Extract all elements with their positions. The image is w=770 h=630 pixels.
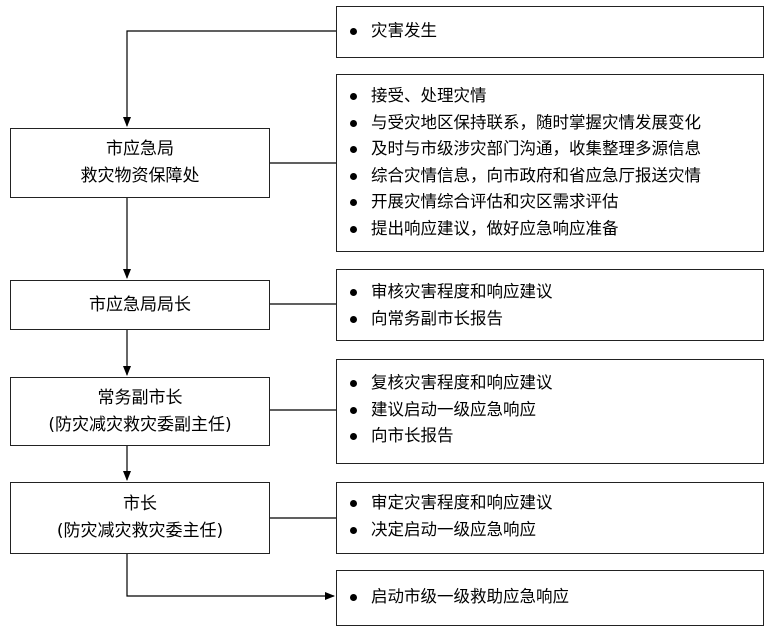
- note-item: 开展灾情综合评估和灾区需求评估: [337, 189, 763, 216]
- step1-notes-box: 接受、处理灾情 与受灾地区保持联系，随时掌握灾情发展变化 及时与市级涉灾部门沟通…: [336, 74, 764, 252]
- step-title-line: 市应急局局长: [89, 294, 191, 315]
- step-title-line: 市长: [123, 494, 157, 514]
- note-item: 决定启动一级应急响应: [337, 517, 763, 544]
- arrow-step4-to-end: [126, 554, 335, 600]
- step3-notes-box: 复核灾害程度和响应建议 建议启动一级应急响应 向市长报告: [336, 359, 764, 464]
- end-note-item: 启动市级一级救助应急响应: [337, 584, 763, 611]
- step-title-line: 救灾物资保障处: [80, 166, 200, 186]
- step4-notes-box: 审定灾害程度和响应建议 决定启动一级应急响应: [336, 482, 764, 554]
- step-node-executive-vice-mayor: 常务副市长 (防灾减灾救灾委副主任): [10, 377, 270, 446]
- step-title-line: 市应急局: [106, 139, 174, 159]
- arrow-start-to-step1: [123, 30, 336, 127]
- note-item: 与受灾地区保持联系，随时掌握灾情发展变化: [337, 110, 763, 137]
- note-item: 提出响应建议，做好应急响应准备: [337, 216, 763, 243]
- start-note-box: 灾害发生: [336, 6, 764, 58]
- step-title-line: 常务副市长: [97, 387, 183, 408]
- note-item: 审核灾害程度和响应建议: [337, 279, 763, 306]
- note-item: 向市长报告: [337, 423, 763, 450]
- note-item: 建议启动一级应急响应: [337, 397, 763, 424]
- note-item: 向常务副市长报告: [337, 306, 763, 333]
- start-note-item: 灾害发生: [337, 18, 763, 45]
- step2-notes-box: 审核灾害程度和响应建议 向常务副市长报告: [336, 269, 764, 341]
- step-node-bureau-director: 市应急局局长: [10, 280, 270, 330]
- end-note-box: 启动市级一级救助应急响应: [336, 570, 764, 626]
- step-node-mayor: 市长 (防灾减灾救灾委主任): [10, 482, 270, 554]
- step-title-line: (防灾减灾救灾委副主任): [48, 414, 232, 435]
- note-item: 及时与市级涉灾部门沟通，收集整理多源信息: [337, 136, 763, 163]
- step-title-line: (防灾减灾救灾委主任): [56, 521, 224, 541]
- step-node-disaster-relief-office: 市应急局 救灾物资保障处: [10, 128, 270, 198]
- note-item: 审定灾害程度和响应建议: [337, 490, 763, 517]
- note-item: 复核灾害程度和响应建议: [337, 370, 763, 397]
- note-item: 接受、处理灾情: [337, 83, 763, 110]
- note-item: 综合灾情信息，向市政府和省应急厅报送灾情: [337, 163, 763, 190]
